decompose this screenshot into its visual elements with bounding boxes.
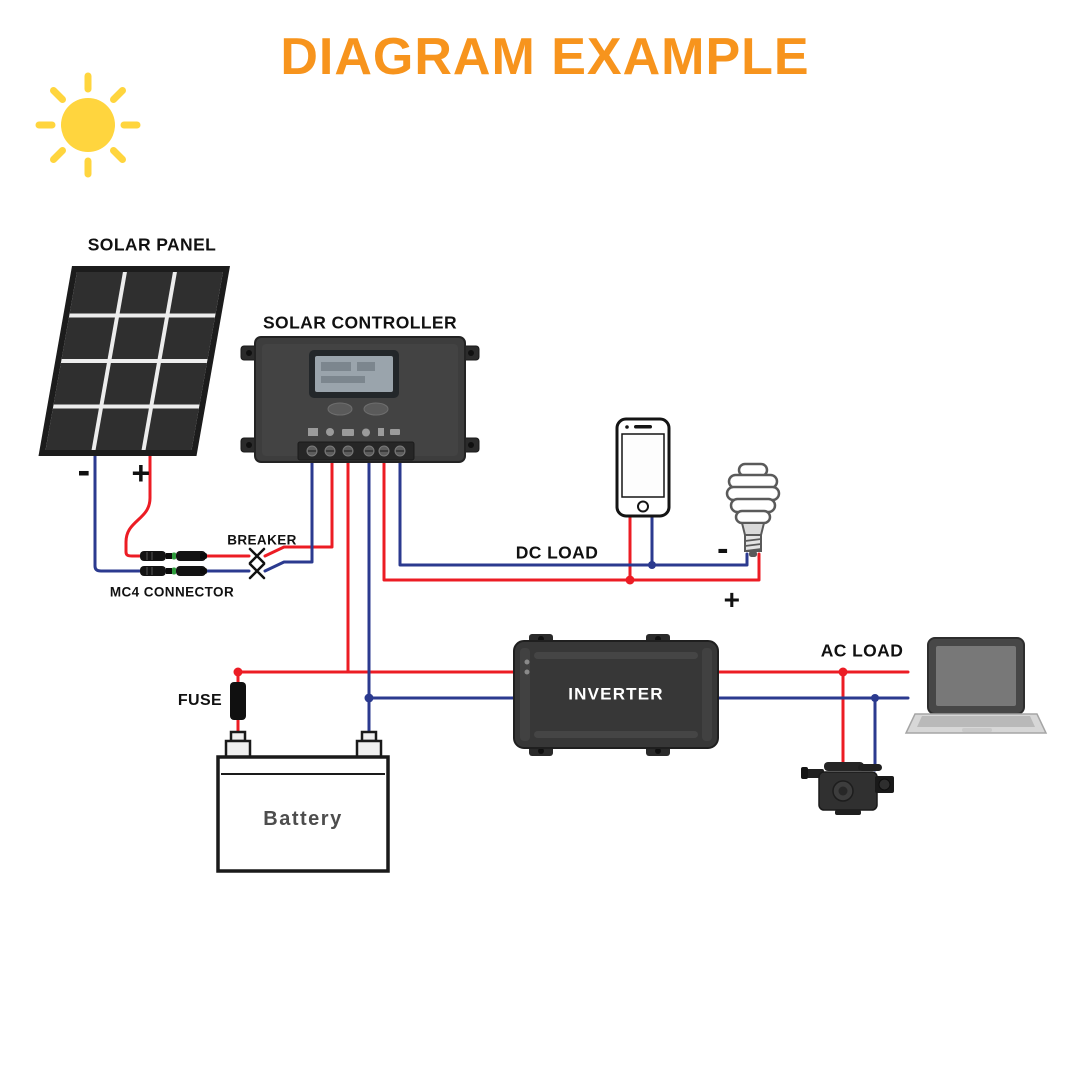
- mc4-connector-label: MC4 CONNECTOR: [109, 584, 235, 600]
- solar-controller-icon: [240, 336, 480, 463]
- inverter-icon: [513, 634, 719, 756]
- ac-load-label: AC LOAD: [820, 640, 904, 661]
- breaker-label: BREAKER: [227, 532, 297, 548]
- dc-negative-sign: -: [717, 530, 729, 568]
- page-title: DIAGRAM EXAMPLE: [280, 28, 810, 86]
- wire-pv-negative: [93, 454, 251, 573]
- solar-panel-label: SOLAR PANEL: [87, 234, 217, 255]
- sun-icon: [35, 72, 141, 178]
- inverter-label: INVERTER: [568, 684, 664, 704]
- wire-pv-positive: [124, 454, 251, 558]
- solar-panel-icon: [38, 266, 230, 456]
- wire-pv-positive-2: [263, 446, 334, 558]
- junction-dot: [838, 667, 848, 677]
- wiring-layer: [93, 446, 910, 772]
- laptop-icon: [904, 637, 1048, 734]
- mc4-connector-icon: [140, 551, 207, 576]
- panel-negative-sign: -: [77, 450, 91, 492]
- junction-dot: [625, 575, 635, 585]
- solar-controller-label: SOLAR CONTROLLER: [262, 312, 458, 333]
- junction-dot: [871, 694, 879, 702]
- fuse-icon: [230, 682, 246, 720]
- dc-positive-sign: +: [723, 584, 741, 615]
- breaker-icon: [248, 547, 266, 580]
- junction-dot: [648, 561, 656, 569]
- junction-dot: [233, 667, 243, 677]
- wire-dc-negative: [398, 446, 749, 567]
- dc-load-label: DC LOAD: [515, 542, 599, 563]
- cfl-bulb-icon: [725, 462, 781, 557]
- wire-dc-positive: [382, 446, 761, 582]
- video-camera-icon: [801, 762, 894, 815]
- battery-label: Battery: [263, 808, 343, 830]
- fuse-label: FUSE: [177, 692, 223, 709]
- panel-positive-sign: +: [131, 455, 151, 491]
- smartphone-icon: [615, 417, 671, 518]
- wire-pv-negative-2: [263, 446, 314, 573]
- battery-icon: [216, 730, 390, 873]
- junction-dot: [364, 693, 374, 703]
